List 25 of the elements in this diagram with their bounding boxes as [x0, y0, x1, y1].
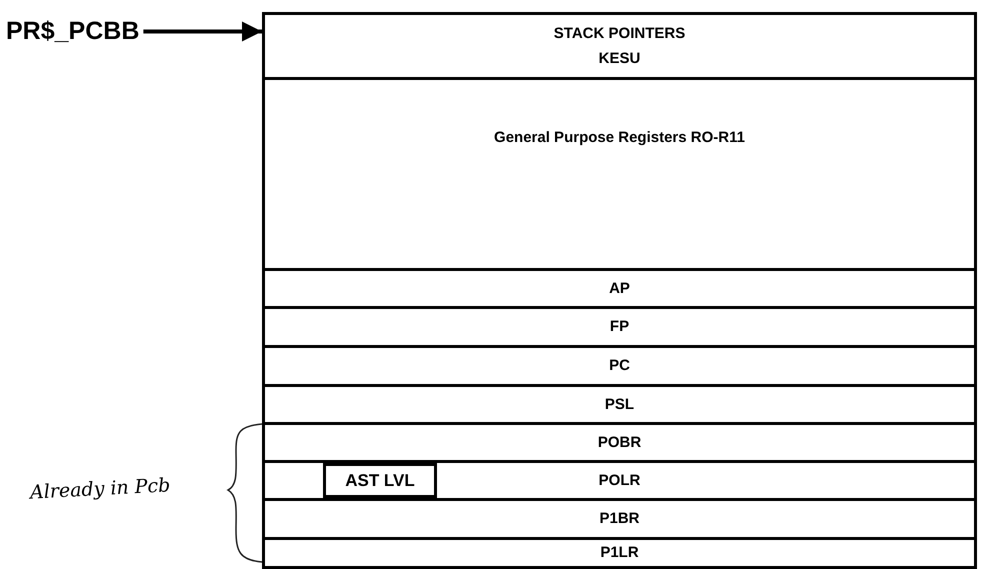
arrow [143, 22, 262, 42]
row-text: PC [609, 356, 630, 376]
register-row [262, 77, 977, 271]
register-row [262, 306, 977, 348]
row-text: FP [610, 317, 630, 338]
row-text: PSL [604, 394, 634, 415]
row-text: KESU [598, 49, 640, 69]
field-cell: AST LVL [323, 463, 437, 498]
handwritten-note: Already in Pcb [30, 474, 171, 504]
register-row [262, 345, 977, 387]
row-text: P1LR [600, 543, 639, 564]
row-text: STACK POINTERS [554, 24, 686, 44]
register-row [262, 268, 977, 309]
row-text: AP [609, 278, 630, 299]
row-text: P1BR [599, 509, 640, 530]
register-row [262, 537, 977, 569]
register-row [262, 12, 977, 80]
register-row [262, 460, 977, 501]
register-label: PR$_PCBB [6, 17, 140, 46]
row-text: POLR [598, 470, 640, 491]
row-text: POBR [598, 432, 642, 453]
register-row [262, 498, 977, 540]
register-row [262, 422, 977, 463]
row-text: General Purpose Registers RO-R11 [494, 128, 745, 148]
register-row [262, 384, 977, 425]
